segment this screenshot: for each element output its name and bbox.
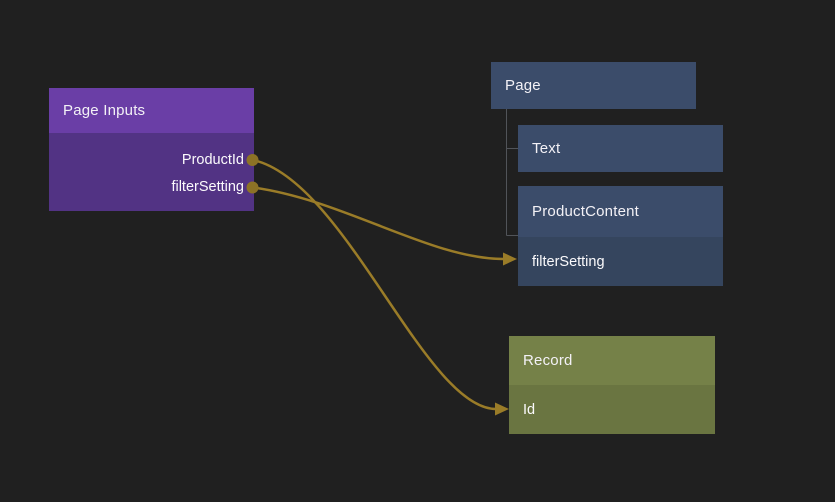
node-page[interactable]: Page bbox=[491, 62, 696, 109]
node-record[interactable]: Record Id bbox=[509, 336, 715, 434]
node-product-content-body: filterSetting bbox=[518, 237, 723, 286]
node-title: Page bbox=[505, 77, 541, 94]
node-page-header[interactable]: Page bbox=[491, 62, 696, 109]
arrowhead-productid bbox=[495, 402, 509, 416]
field-label: Id bbox=[523, 401, 536, 418]
port-filtersetting[interactable]: filterSetting bbox=[49, 173, 254, 200]
field-id[interactable]: Id bbox=[509, 385, 715, 434]
connection-filtersetting-to-filtersetting[interactable] bbox=[252, 186, 505, 261]
node-title: Page Inputs bbox=[63, 102, 146, 119]
port-productid[interactable]: ProductId bbox=[49, 146, 254, 173]
port-label: filterSetting bbox=[171, 178, 244, 195]
node-product-content[interactable]: ProductContent filterSetting bbox=[518, 186, 723, 286]
port-label: ProductId bbox=[181, 151, 244, 168]
node-product-content-header[interactable]: ProductContent bbox=[518, 186, 723, 237]
node-title: Text bbox=[532, 140, 561, 157]
node-page-inputs[interactable]: Page Inputs ProductId filterSetting bbox=[49, 88, 254, 211]
field-label: filterSetting bbox=[532, 253, 605, 270]
node-record-body: Id bbox=[509, 385, 715, 434]
node-text[interactable]: Text bbox=[518, 125, 723, 172]
node-title: ProductContent bbox=[532, 203, 640, 220]
arrowhead-filtersetting bbox=[503, 252, 517, 266]
node-text-header[interactable]: Text bbox=[518, 125, 723, 172]
node-record-header[interactable]: Record bbox=[509, 336, 715, 385]
connection-productid-to-id[interactable] bbox=[252, 158, 497, 411]
node-page-inputs-body: ProductId filterSetting bbox=[49, 133, 254, 211]
node-title: Record bbox=[523, 352, 573, 369]
field-filtersetting[interactable]: filterSetting bbox=[518, 237, 723, 286]
node-page-inputs-header[interactable]: Page Inputs bbox=[49, 88, 254, 133]
